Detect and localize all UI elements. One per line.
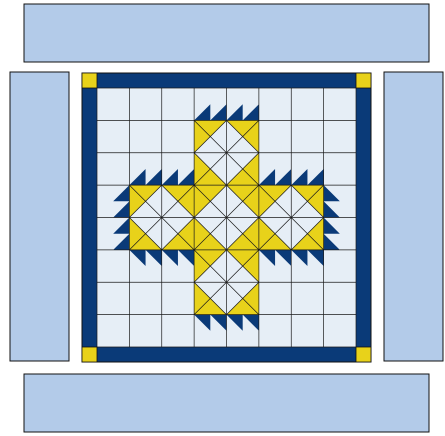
corner-square	[82, 347, 97, 362]
left-border-strip	[10, 72, 69, 361]
top-border-strip	[24, 4, 429, 62]
corner-square	[356, 347, 371, 362]
corner-square	[82, 73, 97, 88]
bottom-border-strip	[24, 374, 429, 432]
corner-square	[356, 73, 371, 88]
quilt-block	[82, 73, 371, 362]
right-border-strip	[384, 72, 443, 361]
